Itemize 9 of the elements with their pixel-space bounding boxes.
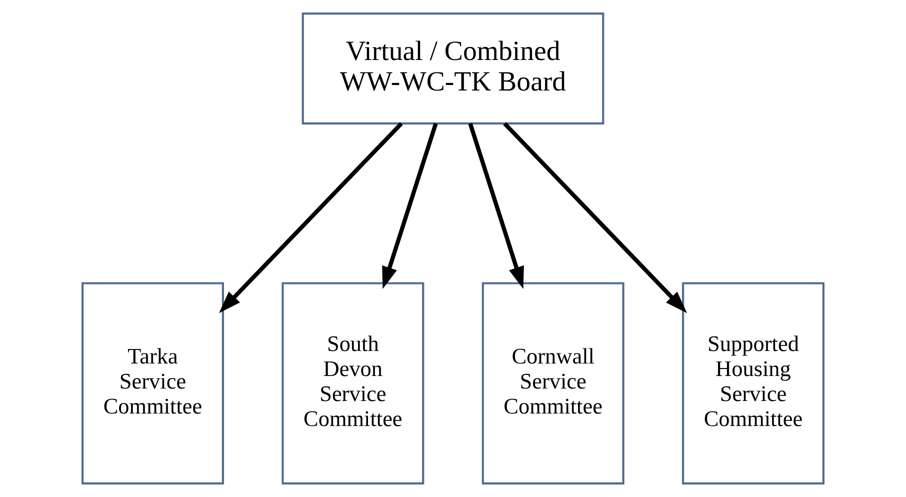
arrow <box>468 122 524 290</box>
node-box: South Devon Service Committee <box>282 282 424 484</box>
node-box: Virtual / Combined WW-WC-TK Board <box>302 12 604 124</box>
arrow <box>503 122 688 314</box>
arrow <box>218 122 403 314</box>
node-box: Cornwall Service Committee <box>482 282 624 484</box>
node-box: Tarka Service Committee <box>82 282 224 484</box>
arrow <box>382 122 438 290</box>
node-box: Supported Housing Service Committee <box>682 282 824 484</box>
